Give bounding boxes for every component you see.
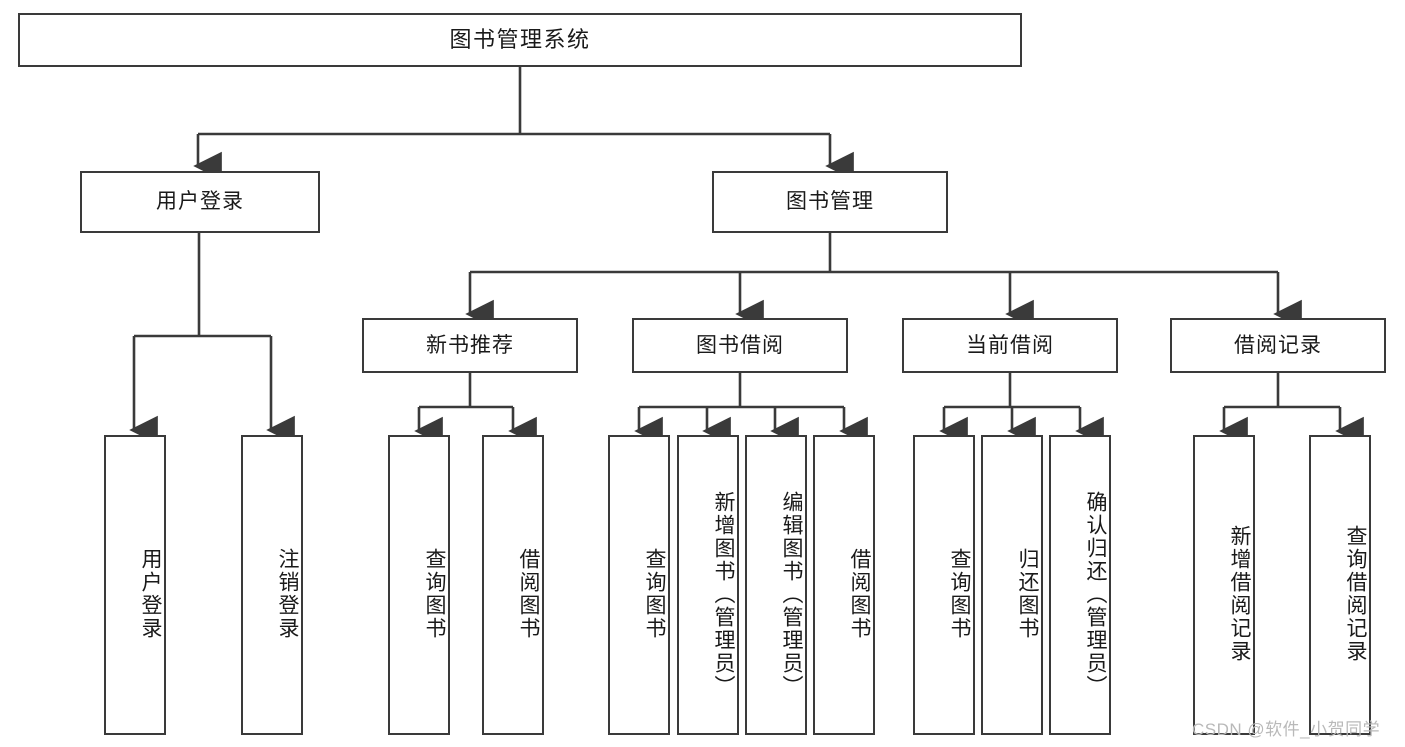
node-user-login[interactable]: 用户登录 <box>80 171 320 233</box>
node-root[interactable]: 图书管理系统 <box>18 13 1022 67</box>
leaf-current-confirm-return-admin[interactable]: 确认归还（管理员） <box>1049 435 1111 735</box>
leaf-user-login[interactable]: 用户登录 <box>104 435 166 735</box>
leaf-record-add-borrow-record[interactable]: 新增借阅记录 <box>1193 435 1255 735</box>
leaf-newbook-query-book[interactable]: 查询图书 <box>388 435 450 735</box>
node-borrow-record[interactable]: 借阅记录 <box>1170 318 1386 373</box>
leaf-user-logout[interactable]: 注销登录 <box>241 435 303 735</box>
leaf-current-query-book[interactable]: 查询图书 <box>913 435 975 735</box>
leaf-borrow-add-book-admin[interactable]: 新增图书（管理员） <box>677 435 739 735</box>
node-current-borrow[interactable]: 当前借阅 <box>902 318 1118 373</box>
leaf-borrow-edit-book-admin[interactable]: 编辑图书（管理员） <box>745 435 807 735</box>
leaf-current-return-book[interactable]: 归还图书 <box>981 435 1043 735</box>
leaf-borrow-query-book[interactable]: 查询图书 <box>608 435 670 735</box>
node-book-management[interactable]: 图书管理 <box>712 171 948 233</box>
leaf-borrow-borrow-book[interactable]: 借阅图书 <box>813 435 875 735</box>
leaf-newbook-borrow-book[interactable]: 借阅图书 <box>482 435 544 735</box>
node-book-borrow[interactable]: 图书借阅 <box>632 318 848 373</box>
node-new-book-recommend[interactable]: 新书推荐 <box>362 318 578 373</box>
leaf-record-query-borrow-record[interactable]: 查询借阅记录 <box>1309 435 1371 735</box>
